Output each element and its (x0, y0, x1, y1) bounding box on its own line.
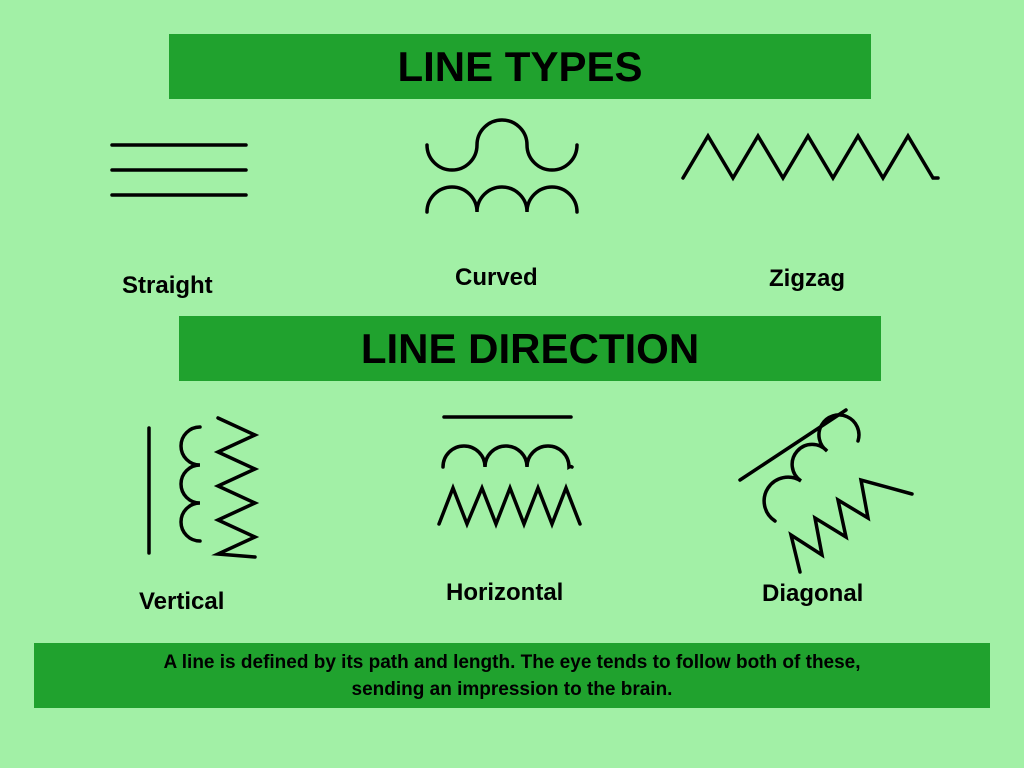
definition-note-banner: A line is defined by its path and length… (34, 643, 990, 708)
zigzag-line (681, 132, 940, 182)
diagonal-label: Diagonal (762, 580, 864, 607)
definition-note-line-1: A line is defined by its path and length… (163, 651, 861, 673)
zigzag-line-illustration (681, 132, 940, 182)
horizontal-curved-line (441, 444, 574, 471)
curved-line-wave (425, 118, 579, 172)
curved-label: Curved (455, 264, 538, 291)
curved-line-arches (425, 185, 579, 214)
definition-note-line-2: sending an impression to the brain. (351, 678, 673, 700)
line-types-title: LINE TYPES (397, 42, 643, 90)
line-direction-title-banner: LINE DIRECTION (179, 316, 881, 381)
line-direction-title: LINE DIRECTION (360, 324, 700, 372)
horizontal-label: Horizontal (446, 579, 564, 606)
diagonal-curved-line (762, 413, 861, 523)
diagonal-lines-illustration (738, 408, 914, 574)
vertical-lines-illustration (147, 416, 260, 559)
vertical-label: Vertical (139, 588, 225, 615)
horizontal-zigzag-line (437, 483, 582, 529)
vertical-zigzag-line (211, 416, 260, 559)
line-types-title-banner: LINE TYPES (169, 34, 871, 99)
diagonal-straight-line (738, 408, 848, 482)
horizontal-lines-illustration (437, 415, 582, 529)
vertical-curved-line (179, 425, 202, 543)
diagonal-zigzag-line (788, 477, 914, 574)
curved-lines-illustration (425, 118, 579, 214)
straight-lines-illustration (110, 143, 248, 197)
straight-label: Straight (122, 272, 213, 299)
zigzag-label: Zigzag (769, 265, 845, 292)
